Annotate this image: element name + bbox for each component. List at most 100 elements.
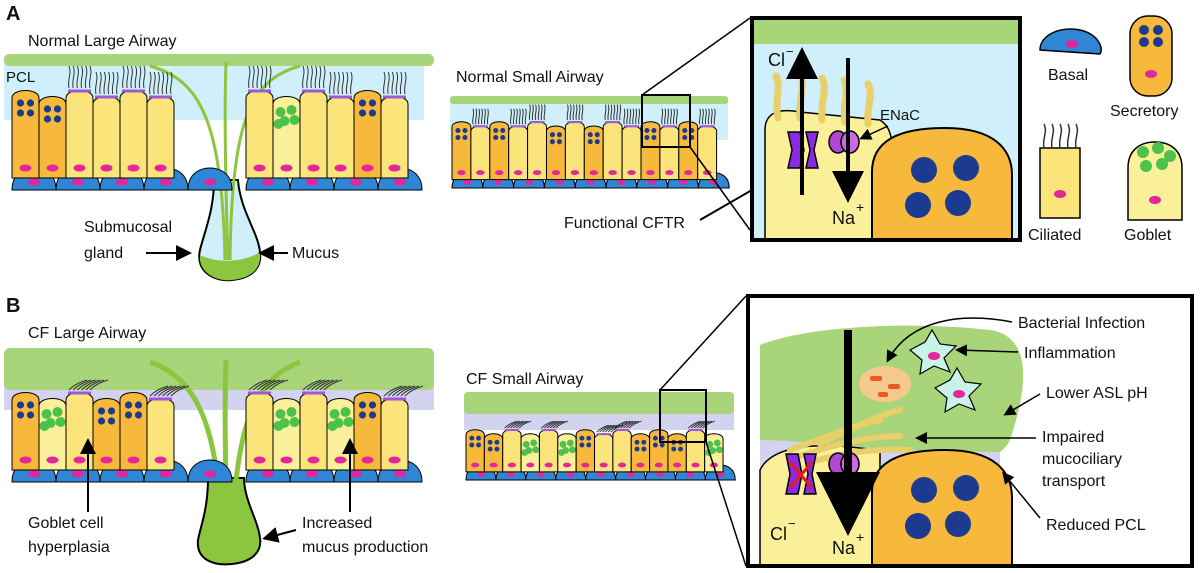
basal-nucleus <box>350 178 362 186</box>
cilium <box>572 104 575 121</box>
secretory-granule <box>682 127 688 134</box>
basal-nucleus <box>686 472 695 477</box>
secretory-granule <box>587 132 593 138</box>
cilium <box>632 108 635 125</box>
secretory-granule <box>487 439 493 445</box>
basal-nucleus <box>536 472 545 477</box>
cell-nucleus <box>673 462 682 468</box>
cell-nucleus <box>127 164 140 172</box>
cilium <box>302 379 322 391</box>
cf-inset-frame <box>746 294 1194 568</box>
secretory-granule <box>494 446 500 452</box>
cilium <box>578 104 581 121</box>
cilium <box>68 65 71 89</box>
bacterial-infection-arrow <box>886 317 1013 363</box>
secretory-granule <box>644 134 650 141</box>
goblet-granule <box>286 105 297 115</box>
basal-nucleus <box>656 472 665 477</box>
cell-nucleus <box>100 456 113 464</box>
cell-nucleus <box>507 462 516 468</box>
cilium <box>126 65 129 89</box>
defective-cftr-channel <box>785 453 817 495</box>
cilium <box>306 65 309 89</box>
mucus-layer <box>4 54 434 66</box>
pcl-label: PCL <box>6 69 35 86</box>
cell-nucleus <box>562 462 572 468</box>
cf-large-airway: CF Large Airway Goblet cell hyperplasia … <box>4 325 434 566</box>
cell-nucleus <box>154 456 167 464</box>
cilium <box>306 379 326 391</box>
inset-mucus <box>752 18 1020 44</box>
cilium <box>613 104 616 121</box>
goblet-granule <box>275 409 286 419</box>
cf-zoom-box <box>659 389 707 443</box>
secretory-granule <box>469 442 475 448</box>
cell-nucleus <box>665 170 674 176</box>
cilium <box>153 71 156 95</box>
secretory-granule <box>43 115 52 123</box>
cilium <box>269 65 272 89</box>
cilium <box>617 420 631 429</box>
legend-goblet-granules <box>1137 142 1176 172</box>
secretory-granule <box>586 442 592 448</box>
cilium <box>319 379 338 391</box>
panel-b: B CF Large Airway Goblet cell hyperplasi… <box>4 294 1194 568</box>
secretory-granule <box>368 401 377 409</box>
cilium <box>248 65 251 89</box>
basal-nucleus <box>160 470 172 478</box>
cell-nucleus <box>489 462 498 468</box>
cell-nucleus <box>654 462 663 468</box>
goblet-granule <box>713 439 721 447</box>
cf-inset-flattened-cilia <box>787 407 913 465</box>
cilium <box>543 420 557 429</box>
cilium <box>607 104 610 121</box>
secretory-granule <box>549 132 555 138</box>
cilium <box>170 71 173 95</box>
cilium <box>89 379 109 391</box>
normal-small-airway: Normal Small Airway Functional CFTR <box>450 17 794 232</box>
cilium <box>512 108 515 125</box>
cell-nucleus <box>457 170 466 176</box>
cilium <box>541 420 554 429</box>
cilium <box>702 420 716 429</box>
zoom-box <box>641 94 691 148</box>
basal-nucleus <box>678 179 688 185</box>
cilium <box>623 108 626 125</box>
goblet-granule <box>286 407 297 417</box>
basal-nucleus <box>262 178 274 186</box>
cilium <box>552 420 566 429</box>
secretory-granule <box>476 442 482 448</box>
basal-nucleus <box>116 470 128 478</box>
cell-nucleus <box>627 170 636 176</box>
legend-secretory-nuclei <box>1139 25 1163 47</box>
inflammation-arrow <box>955 344 1019 357</box>
goblet-granule <box>275 107 286 117</box>
cell-nucleus <box>307 164 320 172</box>
secretory-granule <box>16 99 25 107</box>
basal-nucleus <box>555 179 564 185</box>
basal-nucleus <box>72 178 84 186</box>
small-airway-title: Normal Small Airway <box>456 69 604 86</box>
cell-nucleus <box>280 456 293 464</box>
cilium <box>138 65 142 89</box>
cilium <box>260 65 264 89</box>
secretory-granule <box>493 127 499 134</box>
cilium <box>399 71 403 95</box>
large-airway-title: Normal Large Airway <box>28 33 177 50</box>
cilium <box>315 379 334 391</box>
cilium <box>103 71 106 95</box>
cilium <box>534 104 537 121</box>
secretory-granule <box>678 446 683 452</box>
goblet-granule <box>522 440 530 448</box>
secretory-granule <box>26 411 35 419</box>
goblet-granule <box>559 440 567 448</box>
cilium <box>537 104 540 121</box>
submucosal-label-2: gland <box>84 245 123 262</box>
inset-frame <box>750 16 1022 242</box>
cilium <box>387 385 407 397</box>
cell-nucleus <box>334 456 347 464</box>
goblet-granule <box>566 439 574 447</box>
cilium <box>710 108 713 125</box>
cilium <box>531 104 534 121</box>
secretory-granule <box>594 132 600 138</box>
